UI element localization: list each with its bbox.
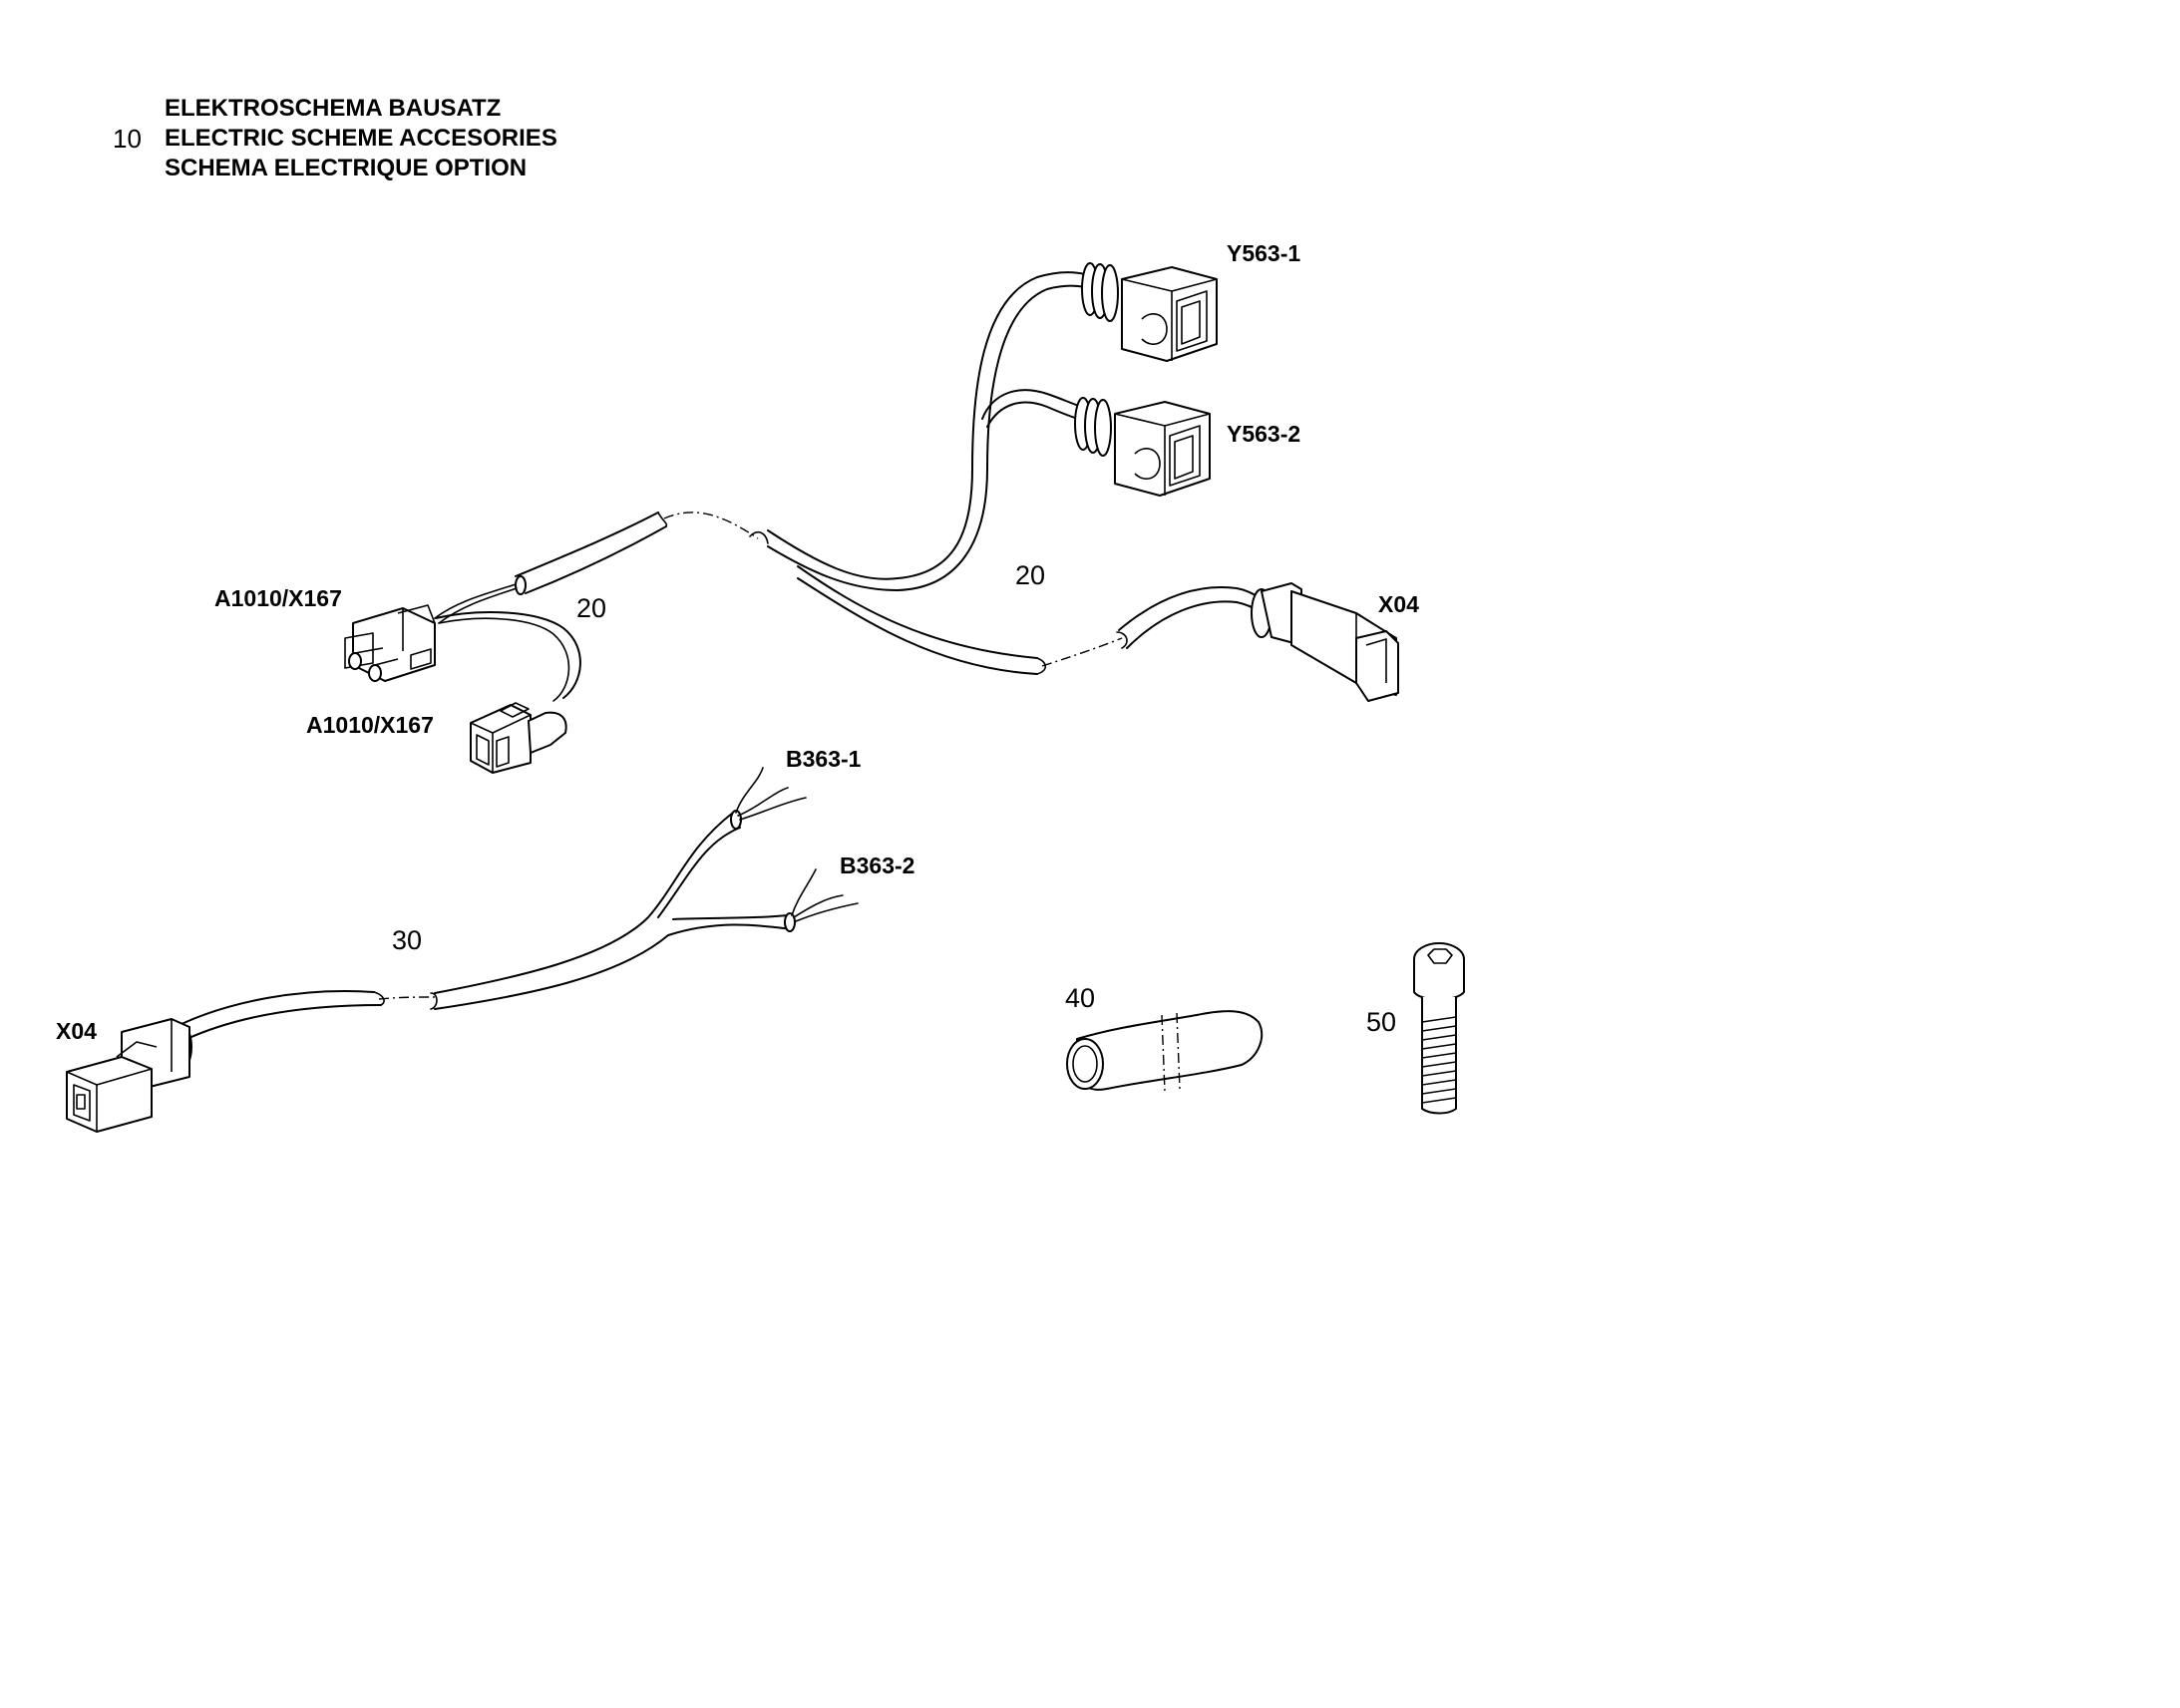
- b363-2-wire-1: [791, 868, 817, 916]
- position-30: 30: [392, 925, 422, 955]
- harness-30-main-a: [434, 812, 734, 994]
- b363-1-wire-2: [737, 787, 789, 817]
- label-x04-top: X04: [1378, 591, 1419, 617]
- part-50-bolt: [1413, 942, 1465, 1115]
- label-y563-1: Y563-1: [1227, 240, 1300, 266]
- connector-y563-2: [1074, 397, 1211, 497]
- harness-20-break-upper: [663, 512, 759, 539]
- harness-20-x04-cable-b: [1126, 600, 1262, 649]
- connector-a1010-x167-bottom: [470, 702, 567, 774]
- harness-30-fork-lower: [672, 914, 789, 920]
- harness-30-fork-upper: [657, 827, 741, 918]
- connector-a1010-x167-top: [344, 604, 436, 682]
- harness-30-main-b: [434, 923, 794, 1010]
- title-line-fr: SCHEMA ELECTRIQUE OPTION: [165, 155, 527, 181]
- b363-1-wire-1: [735, 767, 764, 814]
- harness-20-sheath-end: [515, 575, 527, 595]
- connector-x04-bottom: [66, 1018, 192, 1133]
- harness-20-x04-cut-left: [1036, 657, 1047, 675]
- electric-scheme-diagram: 10 ELEKTROSCHEMA BAUSATZ ELECTRIC SCHEME…: [56, 95, 1465, 1133]
- harness-20-wire-4: [438, 617, 570, 702]
- connector-x04-top: [1251, 582, 1399, 702]
- label-b363-1: B363-1: [786, 746, 862, 772]
- b363-2-wire-3: [795, 902, 859, 922]
- harness-20-wire-2: [438, 587, 518, 624]
- title-line-en: ELECTRIC SCHEME ACCESORIES: [165, 125, 557, 152]
- harness-20-sheath-left-lower: [525, 525, 667, 594]
- label-a1010-x167-bottom: A1010/X167: [306, 712, 434, 738]
- title-line-de: ELEKTROSCHEMA BAUSATZ: [165, 95, 501, 122]
- harness-20-branch-y2-a: [981, 389, 1083, 420]
- connector-y563-1: [1081, 262, 1218, 362]
- harness-20: [434, 271, 1266, 702]
- label-a1010-x167-top: A1010/X167: [214, 585, 342, 611]
- label-x04-bottom: X04: [56, 1018, 97, 1044]
- title-block: 10 ELEKTROSCHEMA BAUSATZ ELECTRIC SCHEME…: [113, 95, 557, 181]
- part-40-hose: [1066, 1010, 1264, 1093]
- b363-2-wire-2: [793, 894, 844, 918]
- harness-20-x04-branch-a: [797, 565, 1038, 659]
- harness-30: [181, 767, 859, 1041]
- harness-20-x04-cut-right: [1116, 631, 1128, 649]
- position-20-right: 20: [1015, 560, 1045, 590]
- position-50: 50: [1366, 1007, 1396, 1037]
- harness-30-break: [378, 996, 436, 1000]
- position-20-left: 20: [576, 593, 606, 623]
- harness-20-cut-left: [657, 512, 668, 527]
- harness-20-branch-y2-b: [986, 401, 1082, 428]
- harness-30-cable-a: [181, 990, 375, 1025]
- harness-20-sheath-left-upper: [515, 512, 659, 577]
- harness-20-cut-right: [749, 531, 769, 544]
- b363-1-wire-3: [739, 797, 807, 821]
- harness-20-x04-break: [1041, 637, 1123, 667]
- title-number: 10: [113, 124, 142, 154]
- harness-20-trunk-a: [767, 271, 1086, 580]
- label-y563-2: Y563-2: [1227, 421, 1300, 447]
- harness-30-cut-right: [430, 992, 438, 1010]
- harness-30-end-b363-2: [784, 912, 796, 932]
- harness-20-x04-branch-b: [797, 577, 1038, 675]
- label-b363-2: B363-2: [840, 853, 914, 878]
- harness-20-wire-1: [434, 583, 517, 619]
- harness-20-trunk-b: [767, 284, 1086, 591]
- harness-30-cable-b: [183, 1004, 382, 1041]
- position-40: 40: [1065, 983, 1095, 1013]
- harness-20-wire-3: [435, 611, 581, 699]
- harness-20-x04-cable-a: [1118, 586, 1266, 631]
